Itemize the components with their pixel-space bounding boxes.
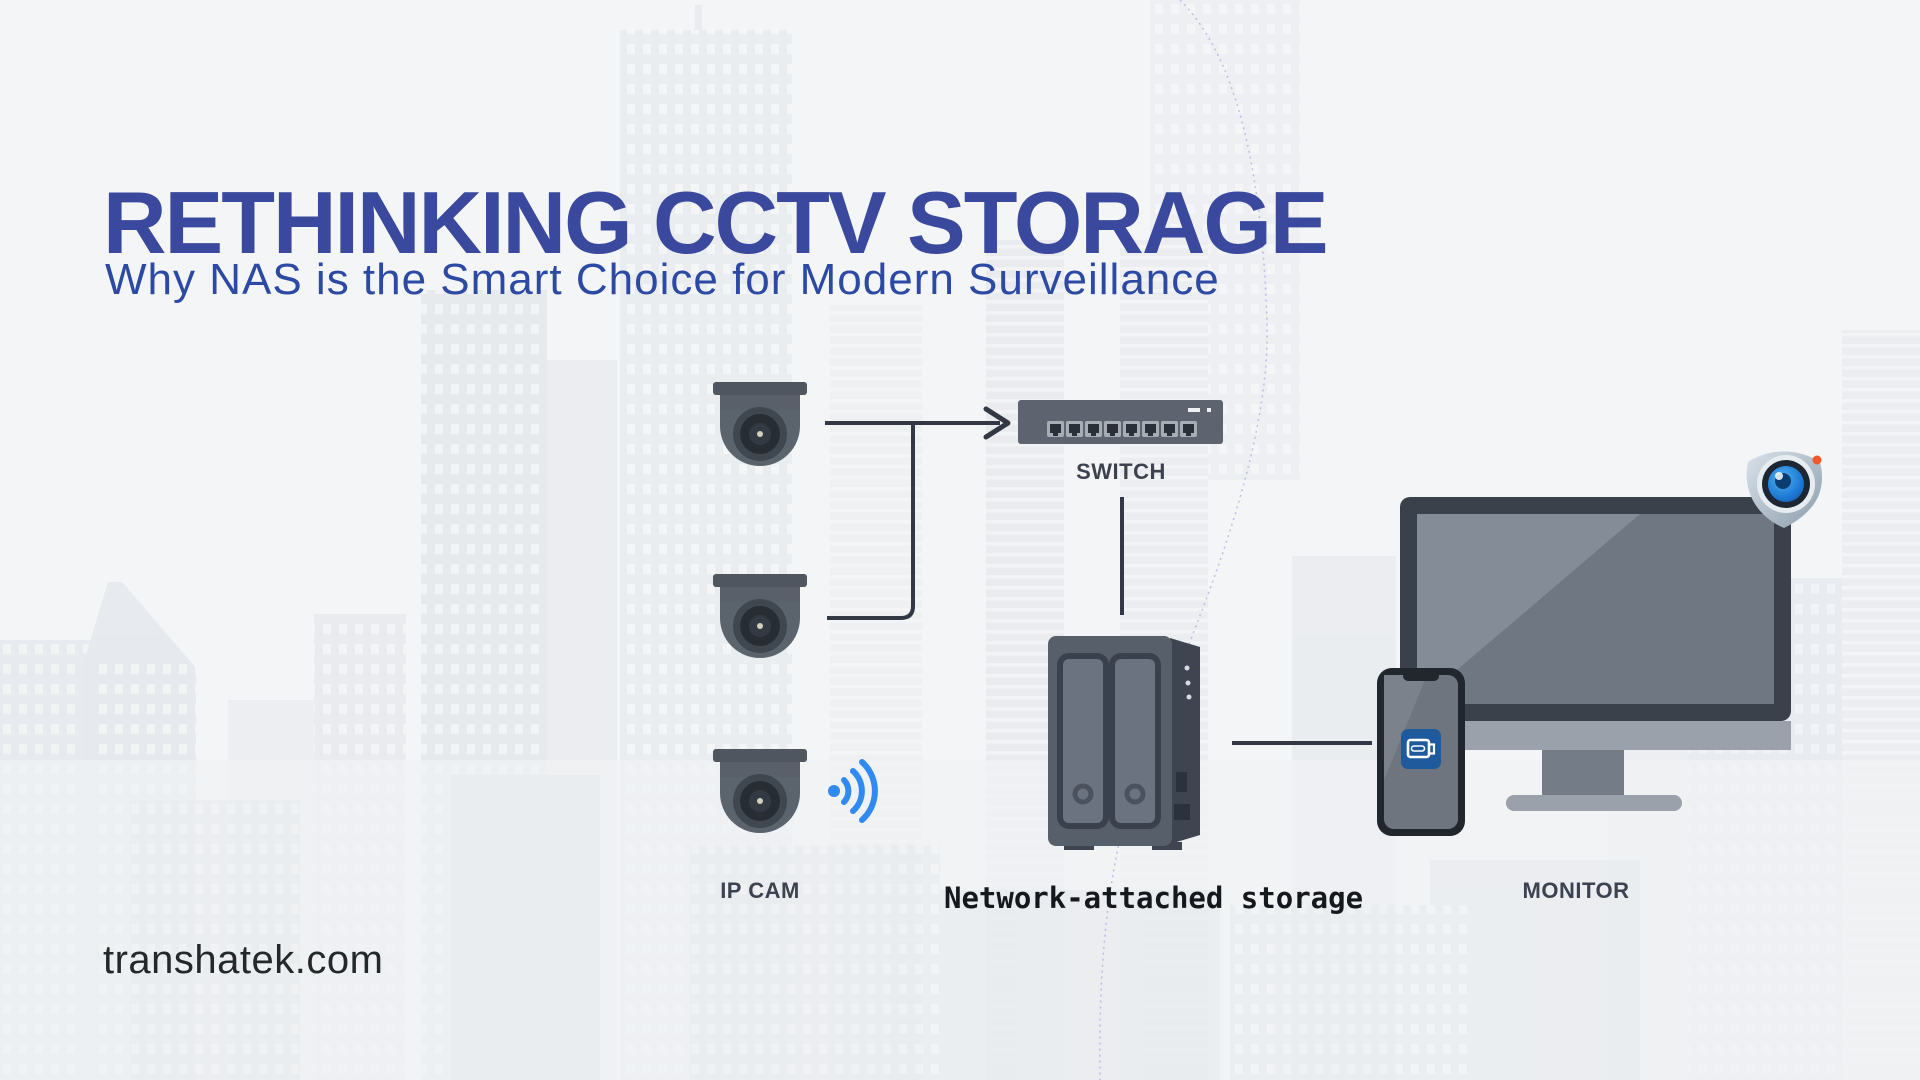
ip-cam-label: IP CAM	[720, 878, 800, 903]
nas-device-icon	[1048, 636, 1200, 850]
page-title: RETHINKING CCTV STORAGE	[103, 172, 1329, 272]
dome-camera-icon	[712, 382, 808, 470]
nas-label: Network-attached storage	[944, 881, 1364, 915]
video-camera-app-icon	[1401, 729, 1441, 769]
desktop-monitor-icon	[1400, 497, 1791, 811]
wifi-signal-icon	[828, 759, 878, 823]
switch-label: SWITCH	[1076, 459, 1166, 484]
security-camera-badge-icon	[1746, 451, 1823, 528]
network-switch-icon	[1018, 400, 1223, 444]
dome-camera-icon	[712, 574, 808, 662]
phone-notch	[1403, 671, 1439, 681]
page-subtitle: Why NAS is the Smart Choice for Modern S…	[105, 254, 1220, 304]
record-led	[1812, 455, 1822, 465]
switch-led	[1207, 408, 1211, 412]
nas-leds	[1184, 665, 1192, 700]
switch-ports	[1047, 421, 1197, 437]
arrowhead-icon	[983, 406, 1011, 440]
website-text: transhatek.com	[103, 938, 384, 982]
dome-camera-icon	[712, 749, 808, 837]
switch-led	[1188, 408, 1200, 412]
monitor-label: MONITOR	[1522, 878, 1630, 903]
smartphone-icon	[1377, 668, 1465, 836]
line-cam2-to-switch	[827, 425, 915, 620]
